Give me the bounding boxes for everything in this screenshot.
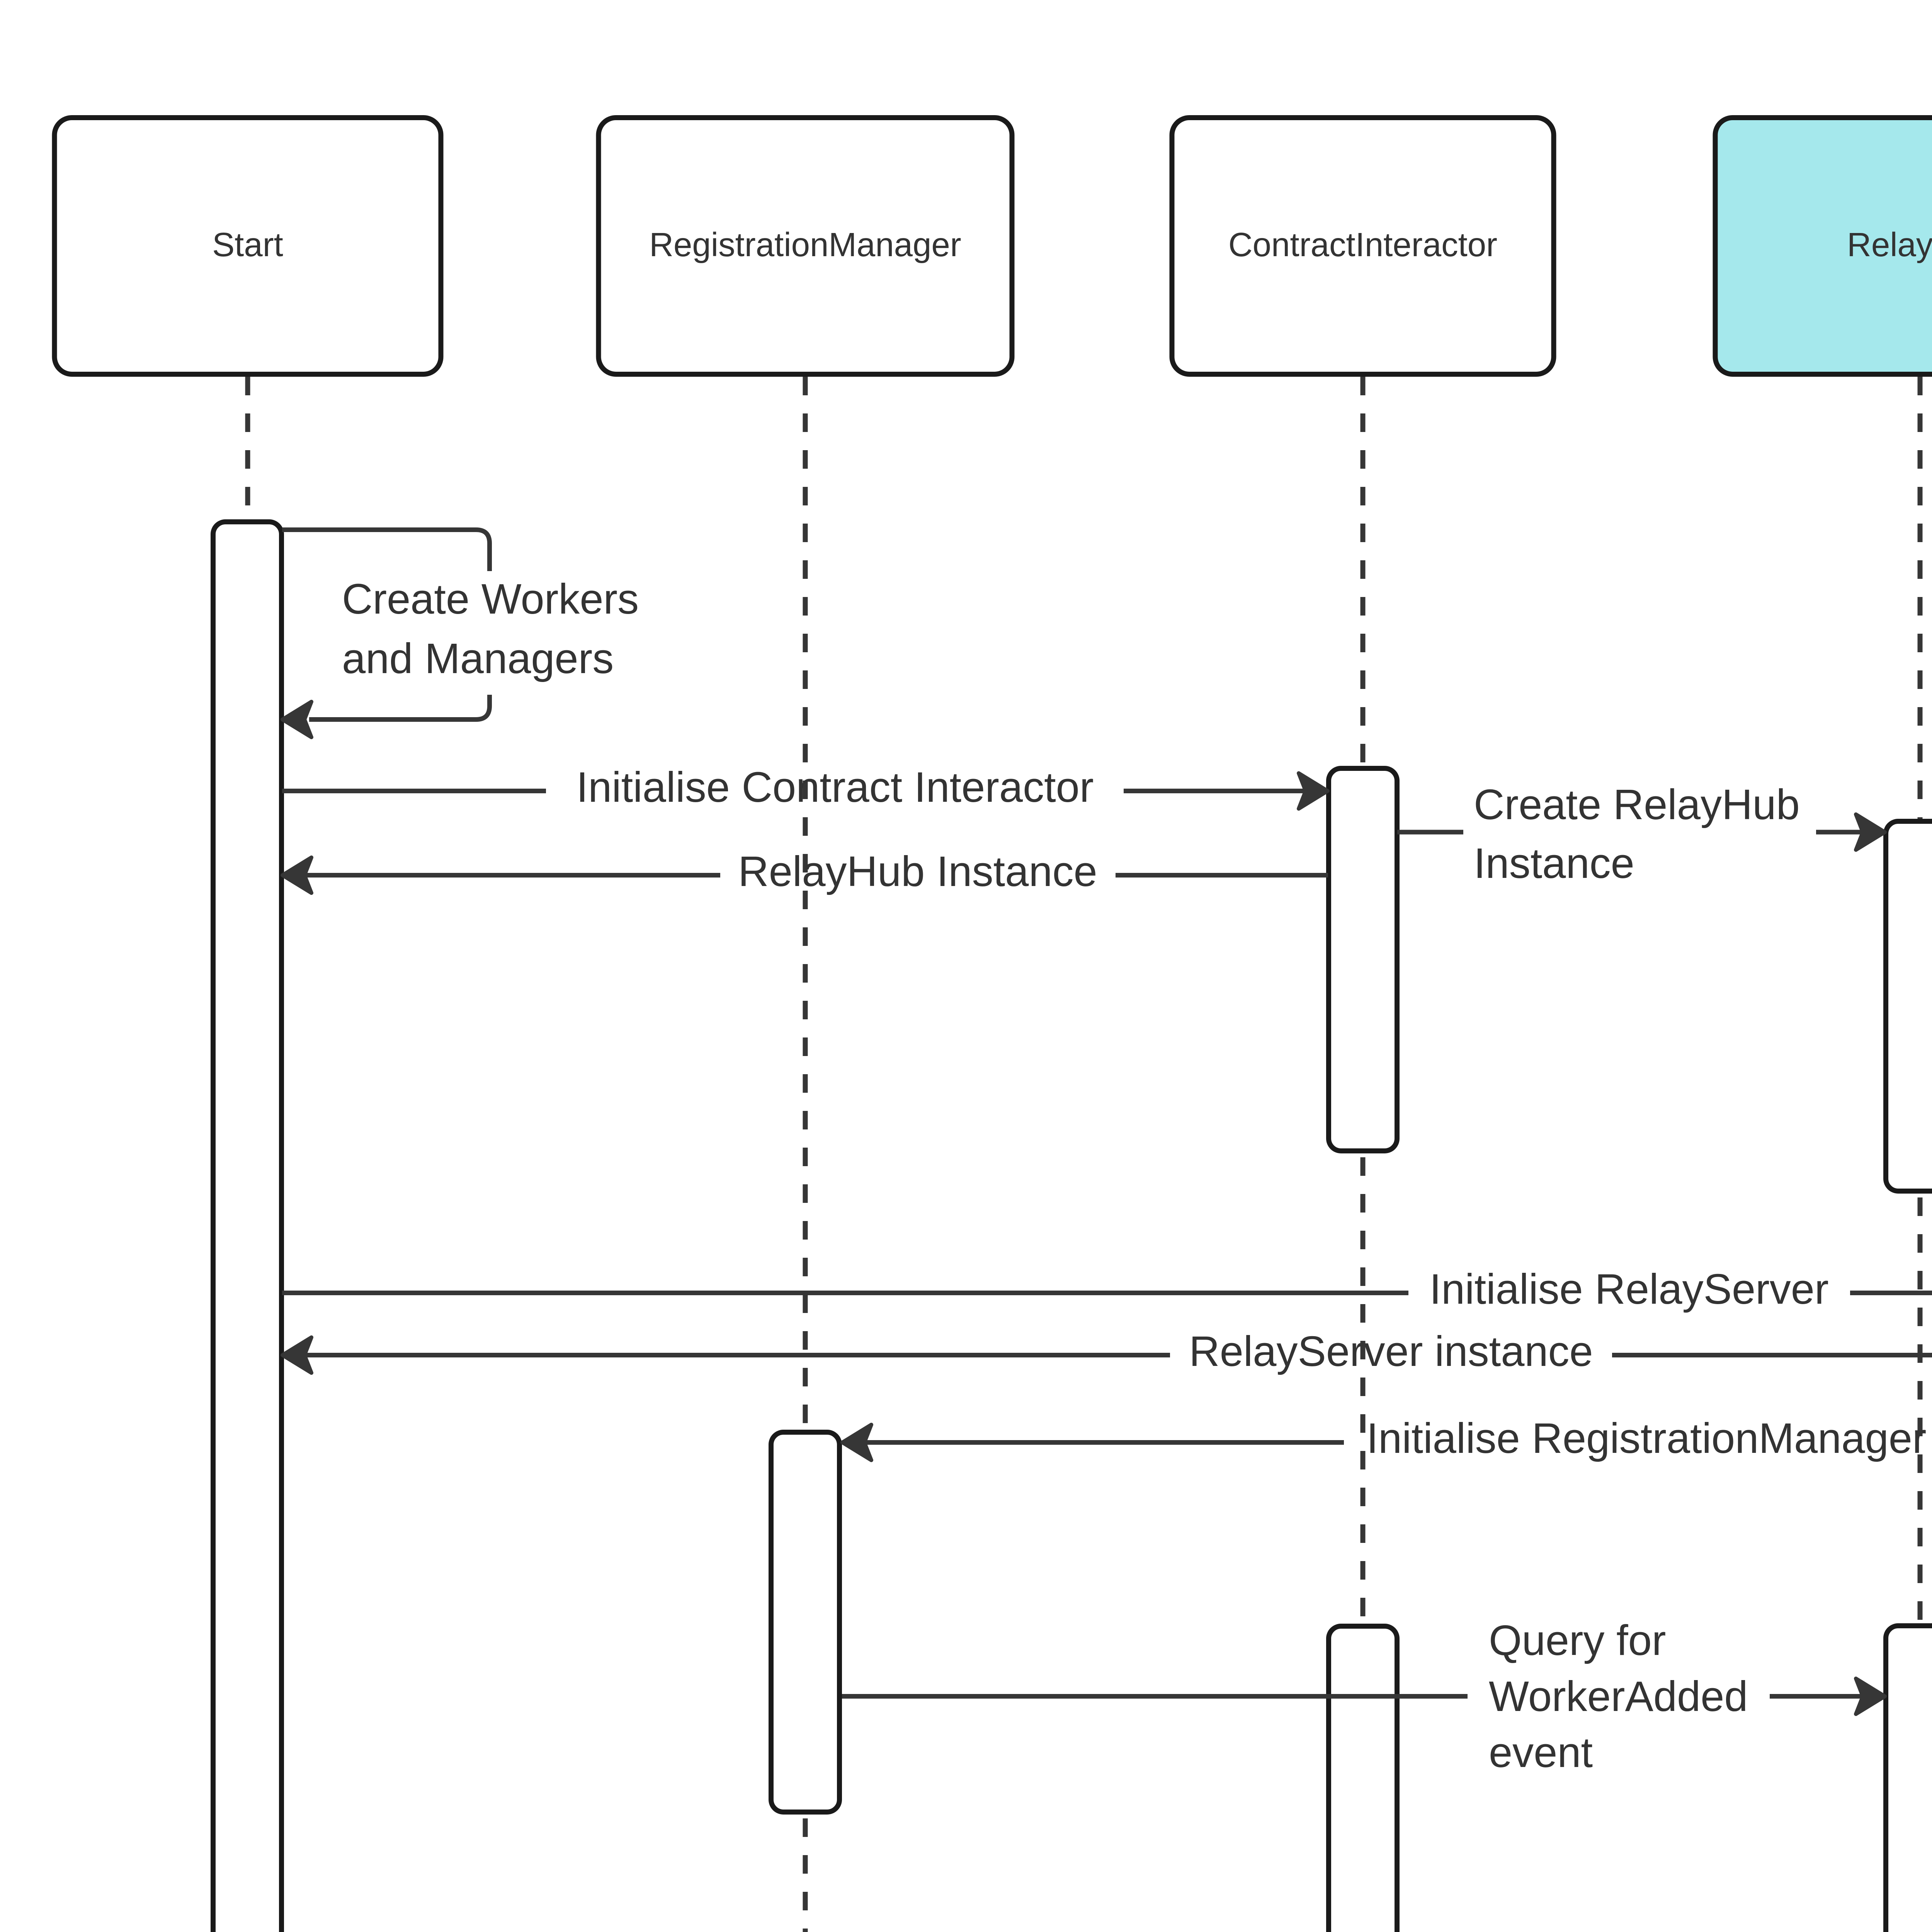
svg-text:Instance: Instance: [1474, 840, 1634, 887]
svg-text:RelayHub Instance: RelayHub Instance: [738, 848, 1097, 895]
svg-text:ContractInteractor: ContractInteractor: [1228, 226, 1497, 264]
svg-text:Initialise RegistrationManager: Initialise RegistrationManager: [1366, 1415, 1926, 1462]
svg-text:event: event: [1489, 1729, 1593, 1776]
svg-text:Query for: Query for: [1489, 1617, 1666, 1664]
svg-text:RelayServer instance: RelayServer instance: [1189, 1328, 1593, 1375]
svg-text:Initialise RelayServer: Initialise RelayServer: [1429, 1265, 1828, 1313]
svg-text:Create Workers: Create Workers: [342, 575, 639, 623]
svg-text:Initialise Contract Interactor: Initialise Contract Interactor: [577, 764, 1094, 811]
svg-text:WorkerAdded: WorkerAdded: [1489, 1673, 1748, 1720]
svg-text:Start: Start: [212, 226, 283, 264]
svg-text:and Managers: and Managers: [342, 635, 614, 682]
svg-text:Create RelayHub: Create RelayHub: [1474, 781, 1800, 828]
svg-text:RelayHub: RelayHub: [1847, 226, 1932, 264]
svg-text:RegistrationManager: RegistrationManager: [649, 226, 961, 264]
